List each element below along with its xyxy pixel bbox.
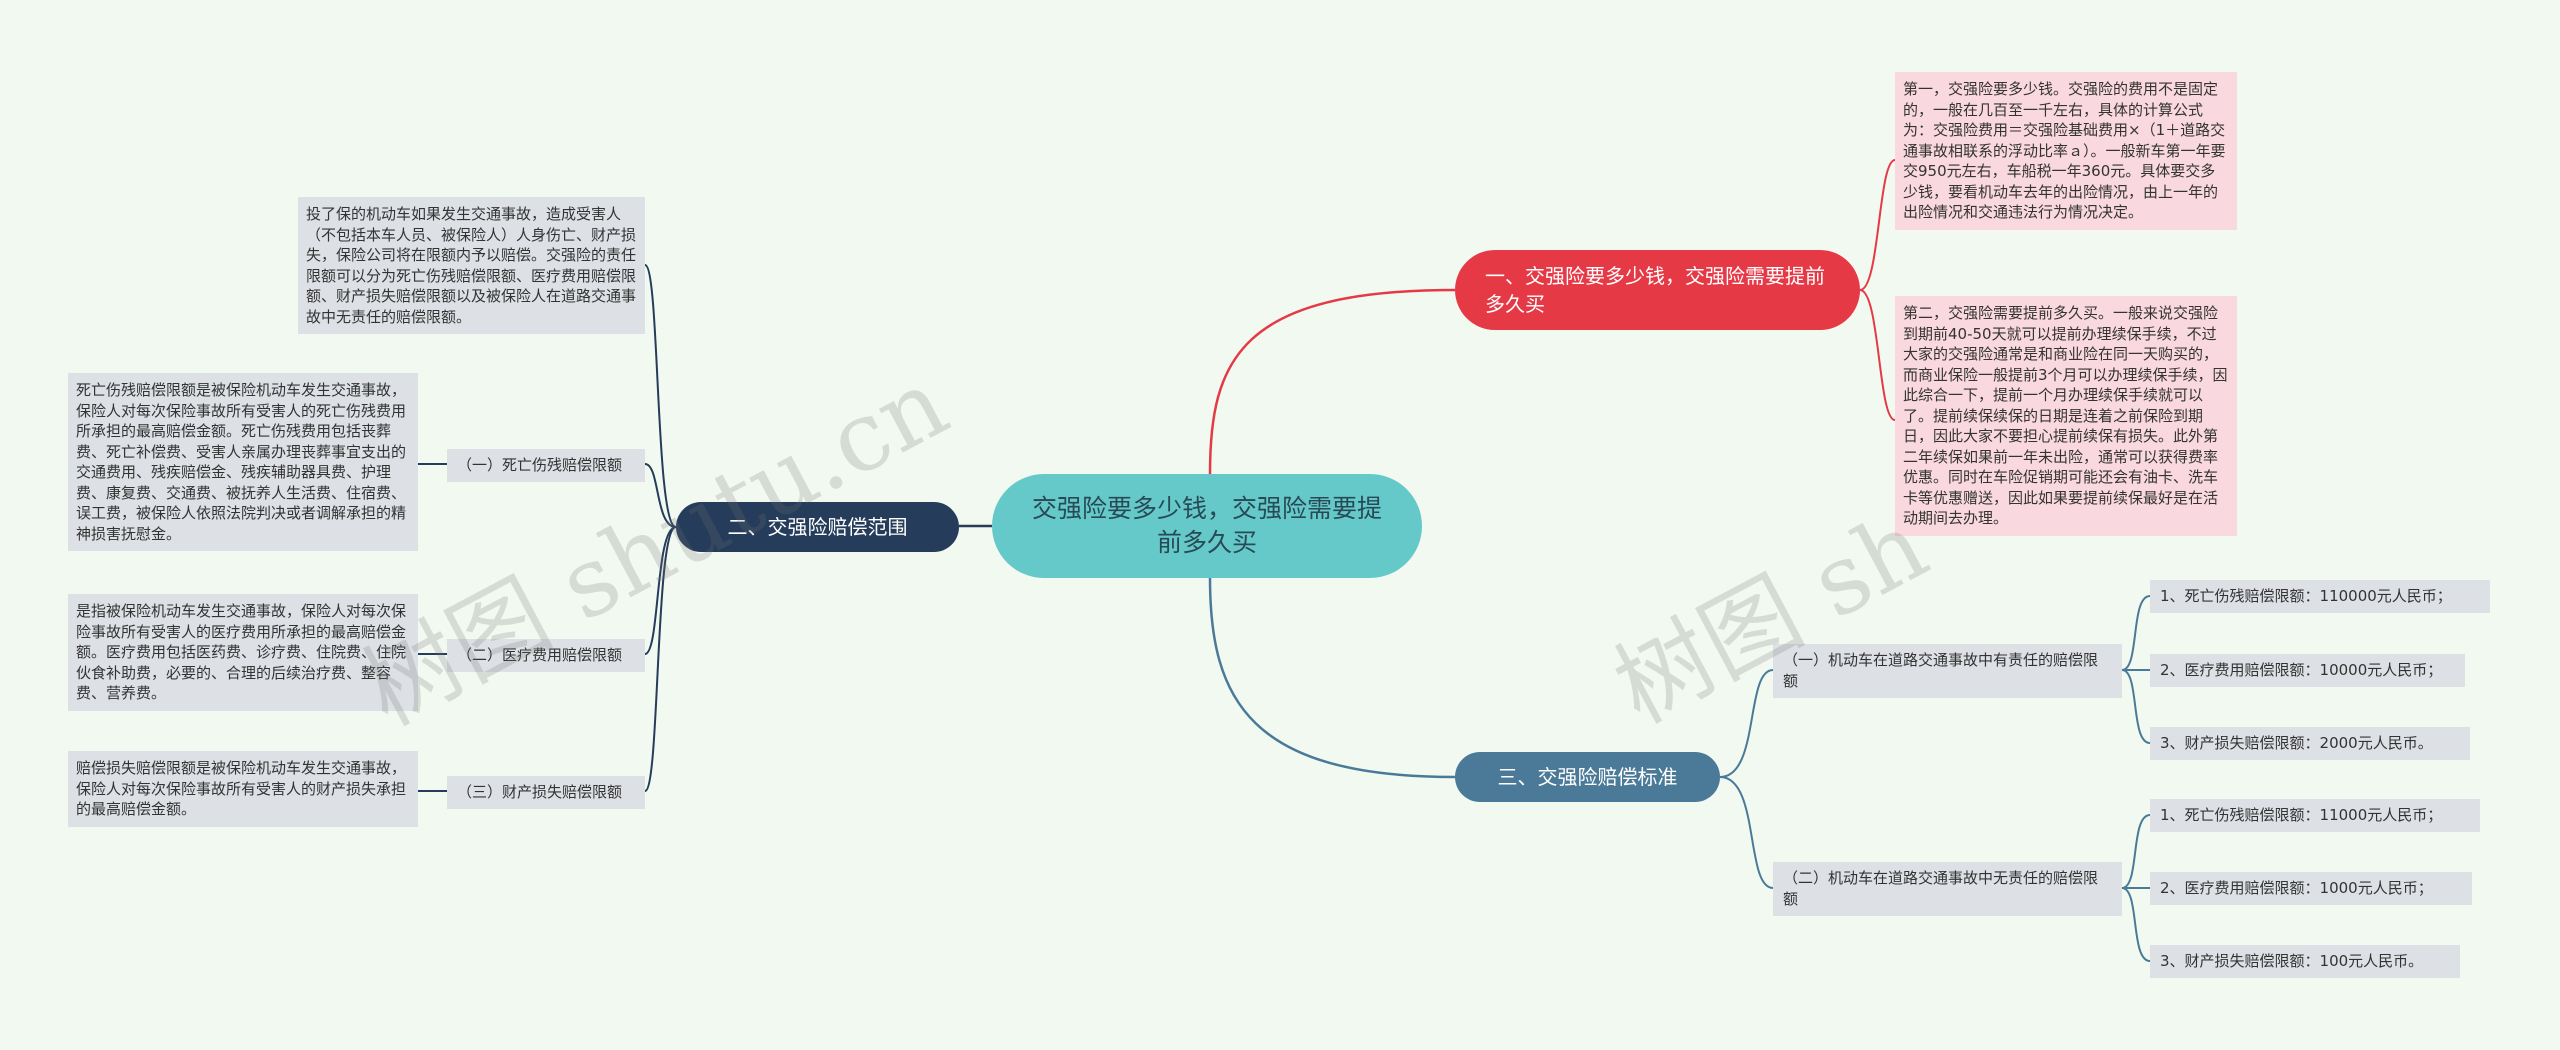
group-non-liable-limits[interactable]: （二）机动车在道路交通事故中无责任的赔偿限额: [1773, 862, 2122, 916]
liable-item-medical[interactable]: 2、医疗费用赔偿限额：10000元人民币；: [2150, 654, 2465, 687]
branch-cost-and-timing[interactable]: 一、交强险要多少钱，交强险需要提前多久买: [1455, 250, 1860, 330]
branch-label: 一、交强险要多少钱，交强险需要提前多久买: [1485, 264, 1825, 316]
cost-paragraph: 第一，交强险要多少钱。交强险的费用不是固定的，一般在几百至一千左右，具体的计算公…: [1895, 72, 2237, 230]
non-liable-item-death[interactable]: 1、死亡伤残赔偿限额：11000元人民币；: [2150, 799, 2480, 832]
non-liable-item-property[interactable]: 3、财产损失赔偿限额：100元人民币。: [2150, 945, 2460, 978]
branch-compensation-standard[interactable]: 三、交强险赔偿标准: [1455, 752, 1720, 802]
central-topic[interactable]: 交强险要多少钱，交强险需要提前多久买: [992, 474, 1422, 578]
group-liable-limits[interactable]: （一）机动车在道路交通事故中有责任的赔偿限额: [1773, 644, 2122, 698]
branch-compensation-scope[interactable]: 二、交强险赔偿范围: [676, 502, 959, 552]
central-topic-label: 交强险要多少钱，交强险需要提前多久买: [1031, 494, 1382, 557]
sub-property-limit[interactable]: （三）财产损失赔偿限额: [447, 776, 645, 809]
liable-item-death[interactable]: 1、死亡伤残赔偿限额：110000元人民币；: [2150, 580, 2490, 613]
sub-death-disability-limit[interactable]: （一）死亡伤残赔偿限额: [447, 449, 645, 482]
liable-item-property[interactable]: 3、财产损失赔偿限额：2000元人民币。: [2150, 727, 2470, 760]
non-liable-item-medical[interactable]: 2、医疗费用赔偿限额：1000元人民币；: [2150, 872, 2472, 905]
sub-medical-limit[interactable]: （二）医疗费用赔偿限额: [447, 639, 645, 672]
death-disability-description: 死亡伤残赔偿限额是被保险机动车发生交通事故，保险人对每次保险事故所有受害人的死亡…: [68, 373, 418, 551]
medical-description: 是指被保险机动车发生交通事故，保险人对每次保险事故所有受害人的医疗费用所承担的最…: [68, 594, 418, 711]
property-description: 赔偿损失赔偿限额是被保险机动车发生交通事故，保险人对每次保险事故所有受害人的财产…: [68, 751, 418, 827]
branch-label: 三、交强险赔偿标准: [1497, 765, 1678, 789]
scope-intro-paragraph: 投了保的机动车如果发生交通事故，造成受害人（不包括本车人员、被保险人）人身伤亡、…: [298, 197, 645, 334]
branch-label: 二、交强险赔偿范围: [727, 515, 908, 539]
timing-paragraph: 第二，交强险需要提前多久买。一般来说交强险到期前40-50天就可以提前办理续保手…: [1895, 296, 2237, 536]
